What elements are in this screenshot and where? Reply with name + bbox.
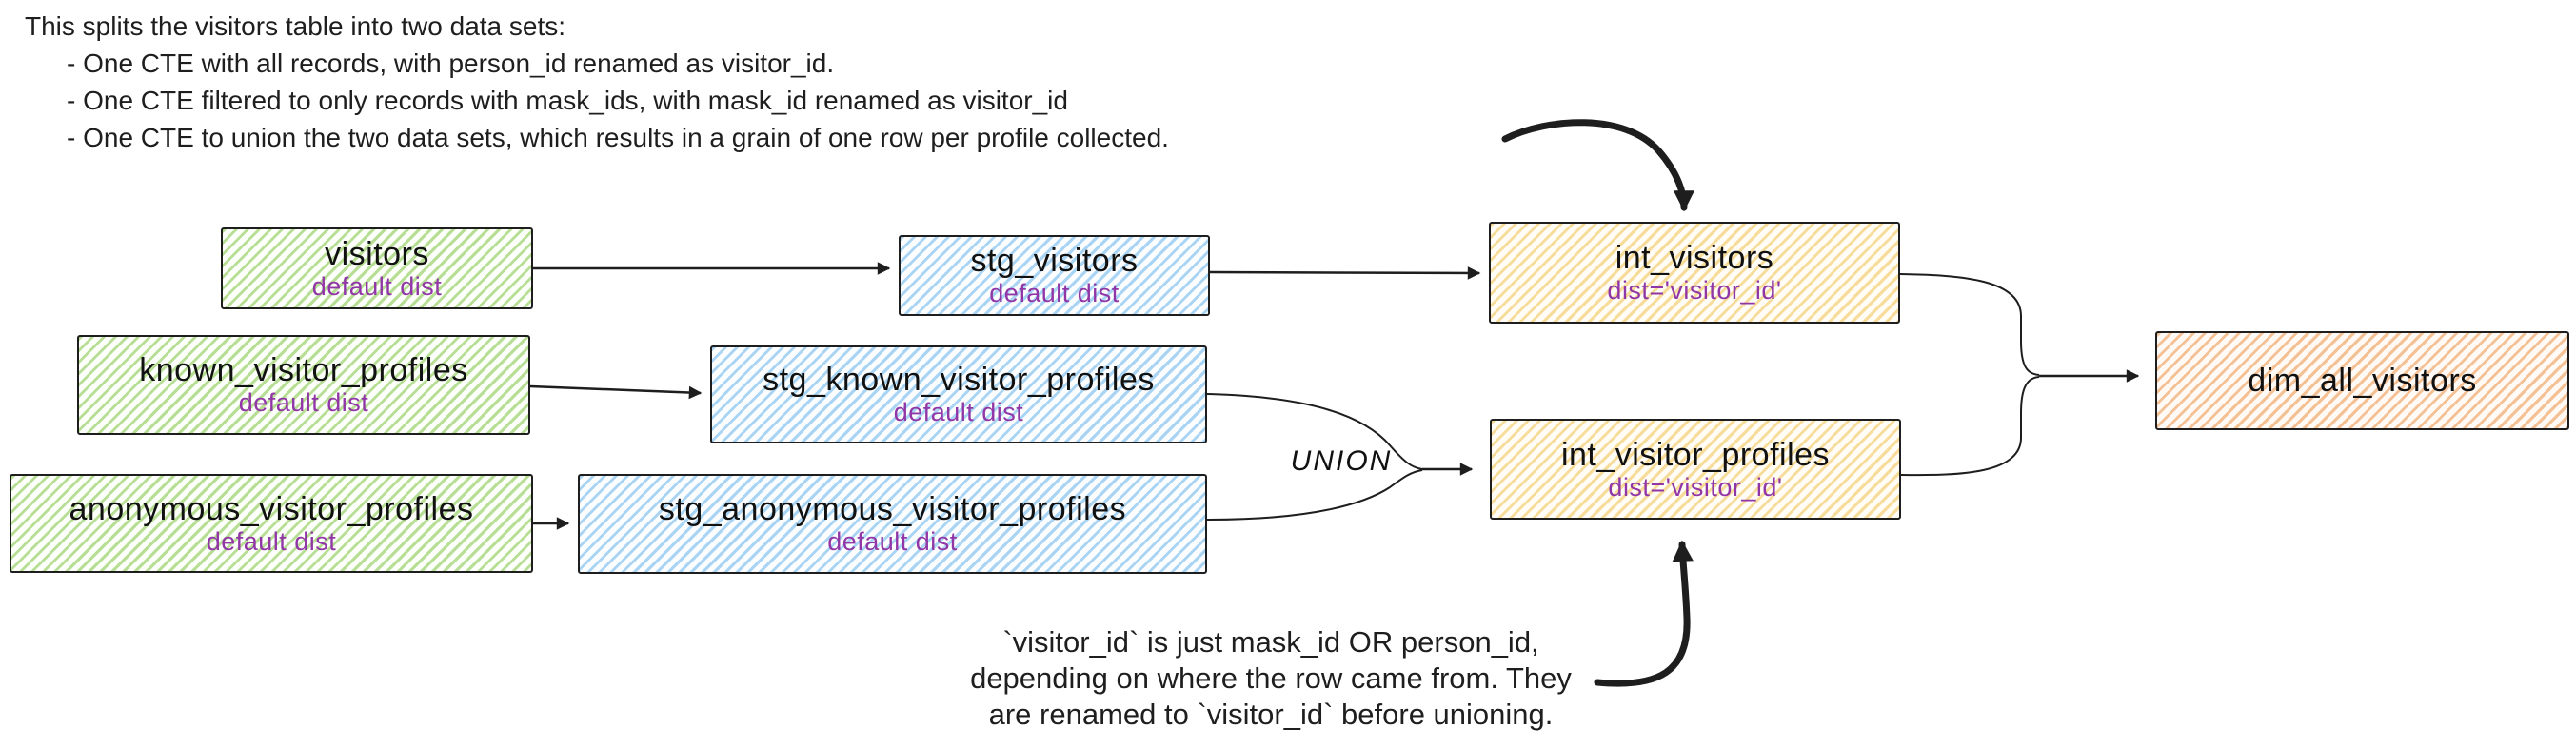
- node-stg_anonymous_visitor_profiles[interactable]: stg_anonymous_visitor_profiles default d…: [578, 474, 1207, 574]
- node-int_visitor_profiles[interactable]: int_visitor_profiles dist='visitor_id': [1490, 419, 1901, 520]
- node-title: visitors: [325, 235, 429, 272]
- node-title: known_visitor_profiles: [139, 352, 468, 388]
- node-title: anonymous_visitor_profiles: [69, 490, 474, 527]
- node-title: int_visitors: [1615, 240, 1774, 276]
- annotation-arrow-top: [1501, 119, 1695, 212]
- node-title: int_visitor_profiles: [1560, 436, 1831, 473]
- node-dim_all_visitors[interactable]: dim_all_visitors: [2155, 331, 2569, 430]
- node-int_visitors[interactable]: int_visitors dist='visitor_id': [1489, 222, 1900, 324]
- node-subtitle: dist='visitor_id': [1607, 276, 1782, 305]
- note-bottom: `visitor_id` is just mask_id OR person_i…: [890, 624, 1652, 733]
- note-top-bullet-2: - One CTE filtered to only records with …: [67, 86, 1068, 115]
- node-subtitle: default dist: [989, 279, 1120, 307]
- node-subtitle: dist='visitor_id': [1608, 472, 1783, 502]
- node-subtitle: default dist: [311, 271, 443, 301]
- node-title: stg_known_visitor_profiles: [763, 362, 1155, 398]
- node-stg_known_visitor_profiles[interactable]: stg_known_visitor_profiles default dist: [710, 345, 1207, 443]
- edge-int_visitor_profiles-merge: [1900, 376, 2040, 477]
- node-subtitle: default dist: [827, 527, 958, 556]
- node-anonymous_visitor_profiles[interactable]: anonymous_visitor_profiles default dist: [10, 474, 533, 573]
- node-title: stg_anonymous_visitor_profiles: [658, 491, 1127, 527]
- node-visitors[interactable]: visitors default dist: [221, 227, 533, 309]
- note-top-bullet-1: - One CTE with all records, with person_…: [67, 49, 835, 78]
- edge-known_visitor_profiles-stg_known_visitor_profiles: [529, 384, 703, 400]
- node-title: stg_visitors: [970, 243, 1139, 279]
- node-subtitle: default dist: [893, 398, 1024, 426]
- edge-int_visitors-merge: [1899, 273, 2040, 376]
- node-subtitle: default dist: [206, 526, 337, 556]
- node-title: dim_all_visitors: [2248, 363, 2477, 399]
- union-label: UNION: [1290, 445, 1393, 477]
- note-top-intro: This splits the visitors table into two …: [25, 11, 566, 41]
- note-top: This splits the visitors table into two …: [25, 8, 1169, 156]
- note-top-bullet-3: - One CTE to union the two data sets, wh…: [67, 123, 1169, 152]
- edge-stg_visitors-int_visitors: [1209, 266, 1481, 280]
- node-subtitle: default dist: [238, 388, 369, 417]
- note-bottom-line-2: depending on where the row came from. Th…: [970, 661, 1572, 695]
- note-bottom-line-3: are renamed to `visitor_id` before union…: [988, 698, 1554, 731]
- node-known_visitor_profiles[interactable]: known_visitor_profiles default dist: [77, 335, 530, 435]
- note-bottom-line-1: `visitor_id` is just mask_id OR person_i…: [1002, 625, 1539, 659]
- node-stg_visitors[interactable]: stg_visitors default dist: [899, 235, 1210, 316]
